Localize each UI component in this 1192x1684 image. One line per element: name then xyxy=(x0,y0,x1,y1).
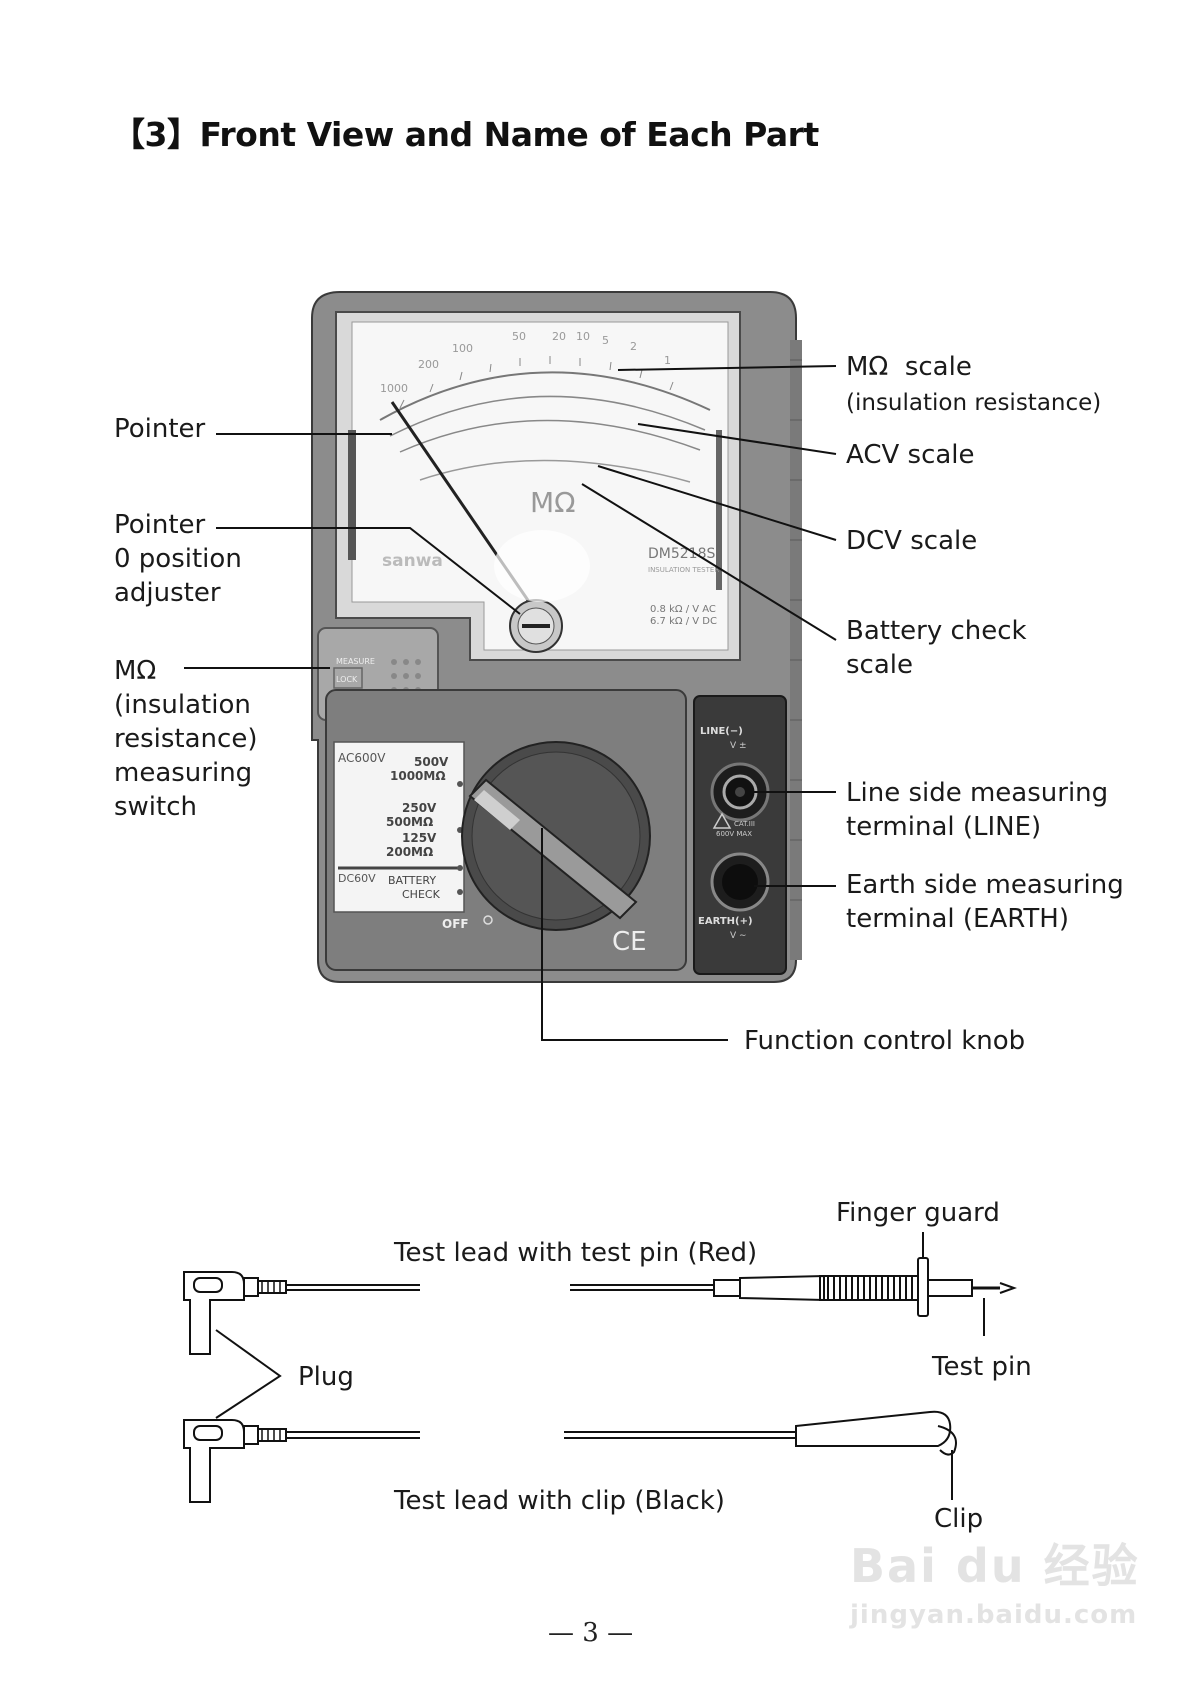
spec-dc-label: 6.7 kΩ / V DC xyxy=(650,616,717,627)
battery-scale-label: Battery check scale xyxy=(846,616,1027,680)
range-label: 250V xyxy=(402,801,437,815)
clip-label: Clip xyxy=(934,1504,984,1534)
mohm-scale-sub-label: (insulation resistance) xyxy=(846,390,1102,416)
black-test-lead xyxy=(183,1329,957,1503)
range-label: 500V xyxy=(414,755,449,769)
function-knob-label: Function control knob xyxy=(744,1026,1026,1056)
measuring-switch-label: MΩ (insulation resistance) measuring swi… xyxy=(114,656,258,822)
watermark: Bai du 经验 jingyan.baidu.com xyxy=(850,1530,1140,1630)
test-pin-label: Test pin xyxy=(932,1352,1032,1382)
finger-guard-label: Finger guard xyxy=(836,1198,1000,1228)
earth-terminal[interactable] xyxy=(710,852,770,912)
black-lead-label: Test lead with clip (Black) xyxy=(394,1486,725,1516)
leader-lines xyxy=(184,365,837,1041)
cat-sub-label: 600V MAX xyxy=(716,830,752,838)
side-grip xyxy=(790,340,802,960)
line-terminal-sub: V ± xyxy=(730,741,747,751)
check-label: CHECK xyxy=(402,888,441,901)
cat-label: CAT.III xyxy=(734,820,755,828)
scale-tick-label: 1000 xyxy=(380,382,408,395)
range-acv-label: AC600V xyxy=(338,751,386,765)
acv-scale-label: ACV scale xyxy=(846,440,975,470)
plug-label: Plug xyxy=(298,1362,354,1392)
line-terminal-label: Line side measuring terminal (LINE) xyxy=(846,778,1109,842)
page-title: 【3】Front View and Name of Each Part xyxy=(112,115,819,154)
scale-tick-label: 10 xyxy=(576,330,590,343)
earth-terminal-label: EARTH(+) xyxy=(698,916,753,927)
lock-label: LOCK xyxy=(336,675,358,684)
scale-tick-label: 5 xyxy=(602,334,609,347)
zero-adjuster[interactable] xyxy=(509,599,563,653)
mohm-scale-label: MΩ scale xyxy=(846,352,972,382)
unit-label: MΩ xyxy=(530,486,576,519)
range-label: 1000MΩ xyxy=(390,769,446,783)
model-sub-label: INSULATION TESTER xyxy=(648,566,719,574)
zero-adjuster-label: Pointer 0 position adjuster xyxy=(114,510,242,608)
red-lead-label: Test lead with test pin (Red) xyxy=(394,1238,758,1268)
watermark-brand: Bai du 经验 xyxy=(850,1539,1140,1593)
control-panel-text: MEASURE LOCK AC600V 500V 1000MΩ 250V 500… xyxy=(336,657,755,957)
off-label: OFF xyxy=(442,917,469,931)
earth-terminal-sub: V ∼ xyxy=(730,931,747,941)
line-terminal[interactable] xyxy=(710,762,770,822)
page-number: — 3 — xyxy=(548,1618,634,1648)
scale-tick-label: 100 xyxy=(452,342,473,355)
spec-ac-label: 0.8 kΩ / V AC xyxy=(650,604,716,615)
range-label: 125V xyxy=(402,831,437,845)
earth-terminal-label: Earth side measuring terminal (EARTH) xyxy=(846,870,1124,934)
range-dcv-label: DC60V xyxy=(338,872,376,885)
range-label: 200MΩ xyxy=(386,845,433,859)
scale-tick-label: 50 xyxy=(512,330,526,343)
line-terminal-label: LINE(−) xyxy=(700,726,743,737)
scale-tick-label: 1 xyxy=(664,354,671,367)
dcv-scale-label: DCV scale xyxy=(846,526,978,556)
scale-tick-label: 200 xyxy=(418,358,439,371)
watermark-url: jingyan.baidu.com xyxy=(850,1600,1138,1630)
meter-face-text: MΩ sanwa DM5218S INSULATION TESTER 0.8 k… xyxy=(380,330,719,627)
lock-label: MEASURE xyxy=(336,657,375,666)
battery-label: BATTERY xyxy=(388,874,436,887)
scale-tick-label: 20 xyxy=(552,330,566,343)
function-knob[interactable] xyxy=(461,741,651,931)
pointer-label: Pointer xyxy=(114,414,206,444)
ce-mark: CE xyxy=(612,927,647,957)
scale-tick-label: 2 xyxy=(630,340,637,353)
model-label: DM5218S xyxy=(648,546,715,562)
meter-body xyxy=(311,291,802,983)
red-test-lead xyxy=(183,1232,1017,1355)
brand-label: sanwa xyxy=(382,551,443,571)
range-label: 500MΩ xyxy=(386,815,433,829)
